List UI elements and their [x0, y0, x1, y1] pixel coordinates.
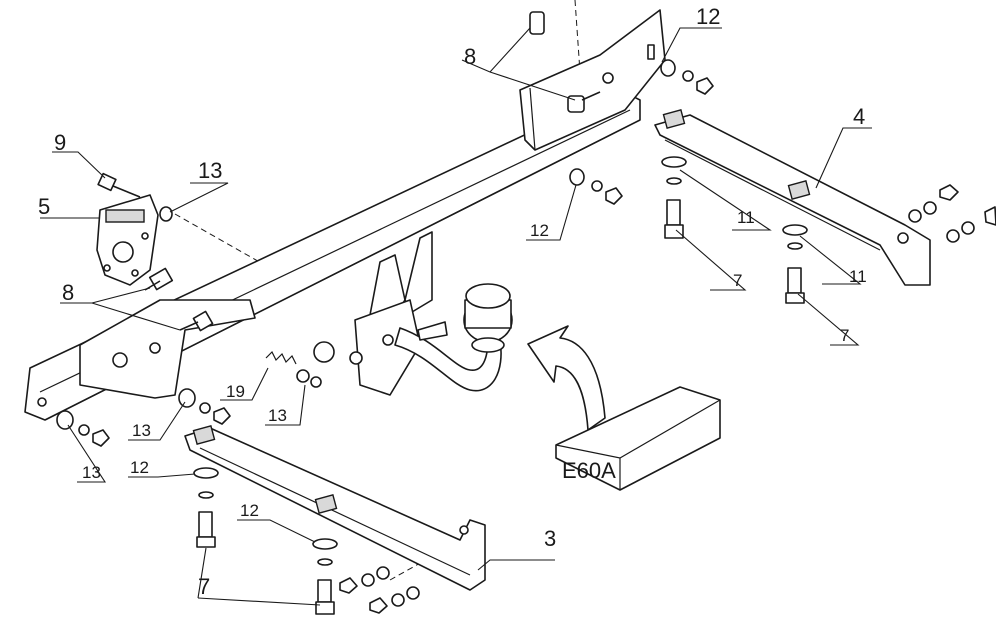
callout-12-bot2: 12: [240, 501, 259, 520]
callout-7-upper: 7: [733, 271, 742, 290]
kit-label: E60A: [562, 458, 616, 483]
arm4-bolts-right: [908, 184, 996, 243]
spring-part-19: [265, 350, 322, 388]
callout-11-lower: 11: [849, 267, 867, 286]
right-mount-plate: [519, 9, 666, 151]
bracket-part-5: [96, 194, 159, 286]
kit-box: E60A: [555, 386, 721, 491]
leader-lines: [40, 27, 872, 606]
bolts-part-8-top: [529, 11, 601, 113]
callout-12-top: 12: [696, 4, 720, 29]
assembly-line-left: [174, 213, 301, 286]
callout-7-right: 7: [840, 326, 849, 345]
vertical-bolts-part-7-upper: [661, 156, 808, 304]
callout-5: 5: [38, 194, 50, 219]
callout-3: 3: [544, 526, 556, 551]
callout-13-left: 13: [198, 158, 222, 183]
callout-7-bottom: 7: [198, 574, 210, 599]
callout-11-upper: 11: [737, 208, 755, 227]
callout-8-left: 8: [62, 280, 74, 305]
assembly-line-top: [574, 0, 581, 73]
callout-8-top: 8: [464, 44, 476, 69]
bolt-part-9: [97, 172, 141, 198]
side-arm-part-3: [184, 425, 486, 591]
washers-top-right: [569, 59, 714, 205]
callout-19: 19: [226, 382, 245, 401]
washers-bottom-left: [56, 206, 231, 447]
arm3-bolts-bottom: [339, 566, 420, 614]
callout-12-bot1: 12: [130, 458, 149, 477]
callout-13-bot1: 13: [132, 421, 151, 440]
vertical-bolts-part-7-lower: [193, 467, 338, 615]
callout-4: 4: [853, 104, 865, 129]
side-arm-part-4: [654, 109, 931, 286]
direction-arrow: [527, 325, 606, 431]
callout-9: 9: [54, 130, 66, 155]
callout-12-mid: 12: [530, 221, 549, 240]
callout-13-mid: 13: [268, 406, 287, 425]
ball-coupling: [313, 231, 513, 396]
callout-13-bot2: 13: [82, 463, 101, 482]
